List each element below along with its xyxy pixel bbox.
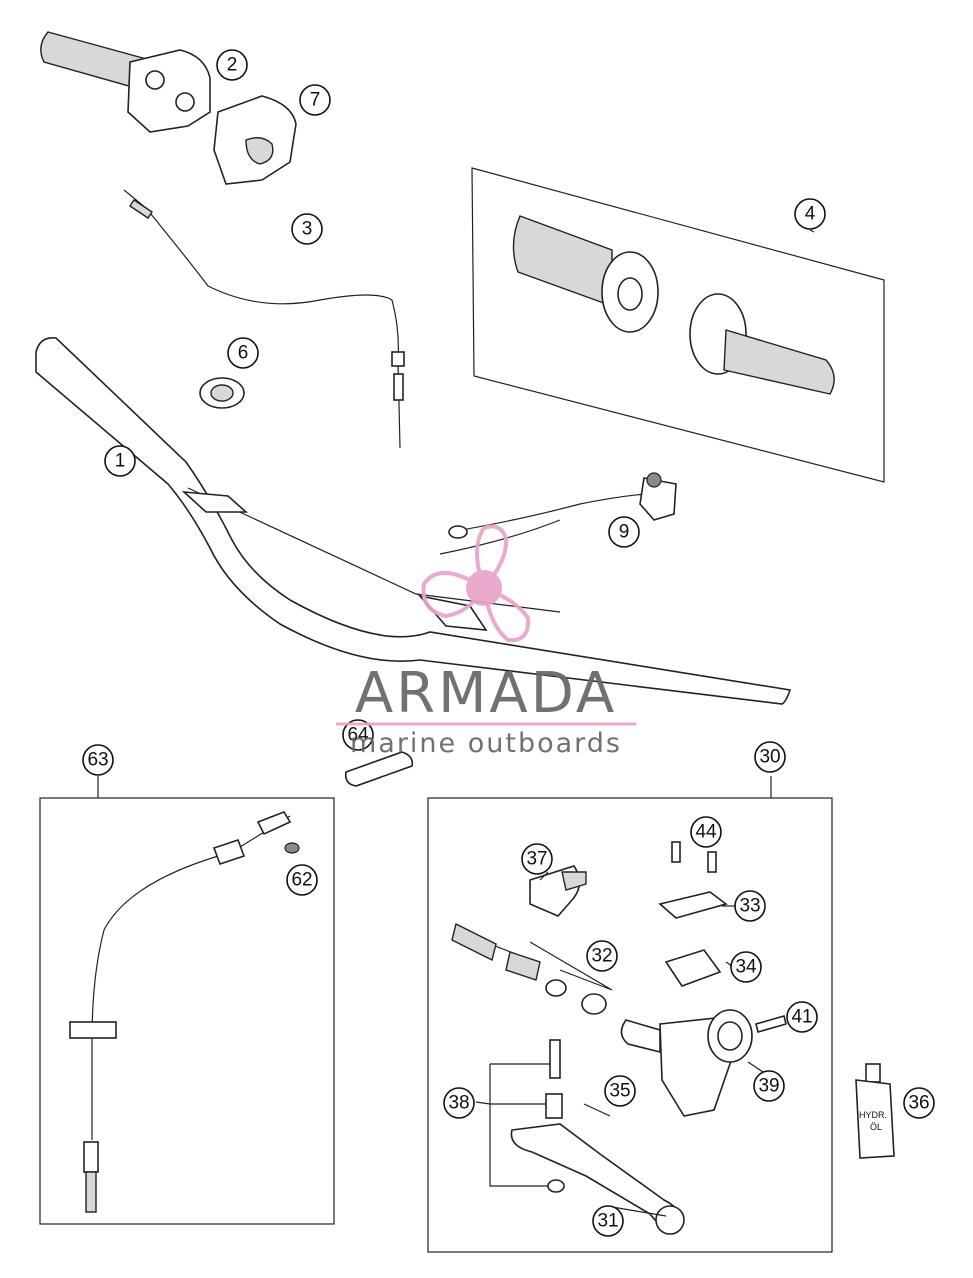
callout-label: 63 [87,750,108,771]
bottle-label-line-2: ÖL [870,1122,882,1132]
callout: 32 [586,940,618,972]
watermark-tagline: marine outboards [350,728,622,759]
callout: 9 [608,516,640,548]
callout-label: 9 [619,522,630,543]
callout-label: 38 [448,1093,469,1114]
callout: 33 [734,890,766,922]
callout-label: 37 [526,849,547,870]
callout-label: 64 [347,725,369,746]
callout: 62 [286,864,318,896]
callout-label: 62 [291,870,312,891]
callout: 6 [227,337,259,369]
adjuster [344,751,414,787]
callout: 30 [754,741,786,773]
callout-label: 31 [597,1211,618,1232]
callout-label: 44 [695,822,717,843]
callout: 63 [82,744,114,776]
callout: 44 [690,816,722,848]
kill-switch [439,472,677,555]
throttle-cover [213,95,297,185]
watermark-brand: ARMADA [355,661,617,726]
callout-label: 34 [735,957,757,978]
callout-label: 41 [791,1007,812,1028]
callout: 31 [592,1205,624,1237]
callout: 1 [104,445,136,477]
callout: 64 [342,719,374,751]
callout-label: 2 [227,55,238,76]
throttle-cable [123,189,405,449]
callout: 37 [521,843,553,875]
callout: 35 [604,1075,636,1107]
callout-label: 33 [739,896,760,917]
watermark: ARMADA marine outboards [336,524,636,759]
callout-label: 30 [759,747,780,768]
callout: 4 [794,198,826,230]
callout: 41 [786,1001,818,1033]
hydraulic-oil-bottle: HYDR. ÖL [855,1063,895,1159]
clutch-master-cylinder-box [427,776,833,1253]
callout: 3 [291,213,323,245]
callout-label: 32 [591,946,612,967]
callout-label: 39 [758,1076,779,1097]
clutch-cable-box [39,776,335,1225]
callout-label: 35 [609,1081,630,1102]
propeller-logo-icon [421,524,531,643]
callout-label: 1 [115,451,126,472]
callout-label: 36 [908,1093,929,1114]
callout-label: 3 [302,219,313,240]
callout-label: 6 [238,343,249,364]
bottle-label-line-1: HYDR. [859,1110,887,1120]
callout: 7 [299,84,331,116]
callout-label: 7 [310,90,321,111]
callout: 36 [903,1087,935,1119]
callout-label: 4 [805,204,816,225]
spacer-ring [199,377,245,409]
callout: 39 [753,1070,785,1102]
grip-set [471,167,885,483]
callout: 38 [443,1087,475,1119]
handlebar [35,336,792,705]
callout: 34 [730,951,762,983]
callout: 2 [216,49,248,81]
throttle-grip-assembly [40,31,211,133]
